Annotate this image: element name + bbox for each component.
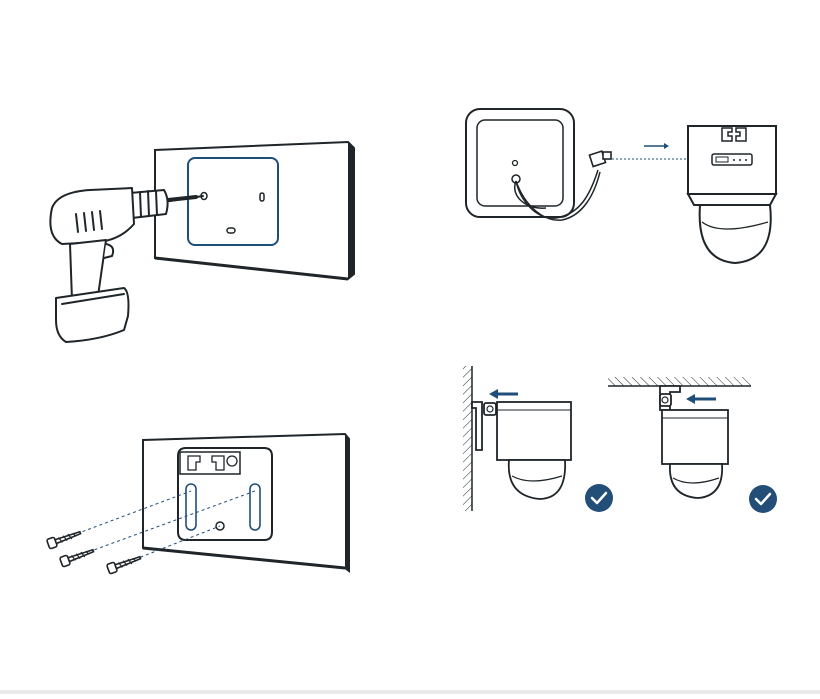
camera-rear-view [688,126,776,263]
mount-plate [178,448,272,540]
ceiling-mount-variant [608,377,777,513]
step-slide-camera-onto-mount [463,366,777,513]
wall-panel [155,142,354,279]
arrow-left-icon [489,389,518,399]
checkmark-icon [585,484,613,512]
arrow-icon [644,143,669,149]
step-screw-mount-plate [47,434,349,574]
wall-mount-variant [463,366,613,512]
screw-icon [47,528,142,574]
step-drill-holes [50,142,354,342]
checkmark-icon-2 [749,485,777,513]
page-bottom-rule [0,690,820,694]
mounting-base [466,109,574,217]
arrow-left-icon-2 [686,394,716,404]
step-connect-cable [466,109,776,263]
